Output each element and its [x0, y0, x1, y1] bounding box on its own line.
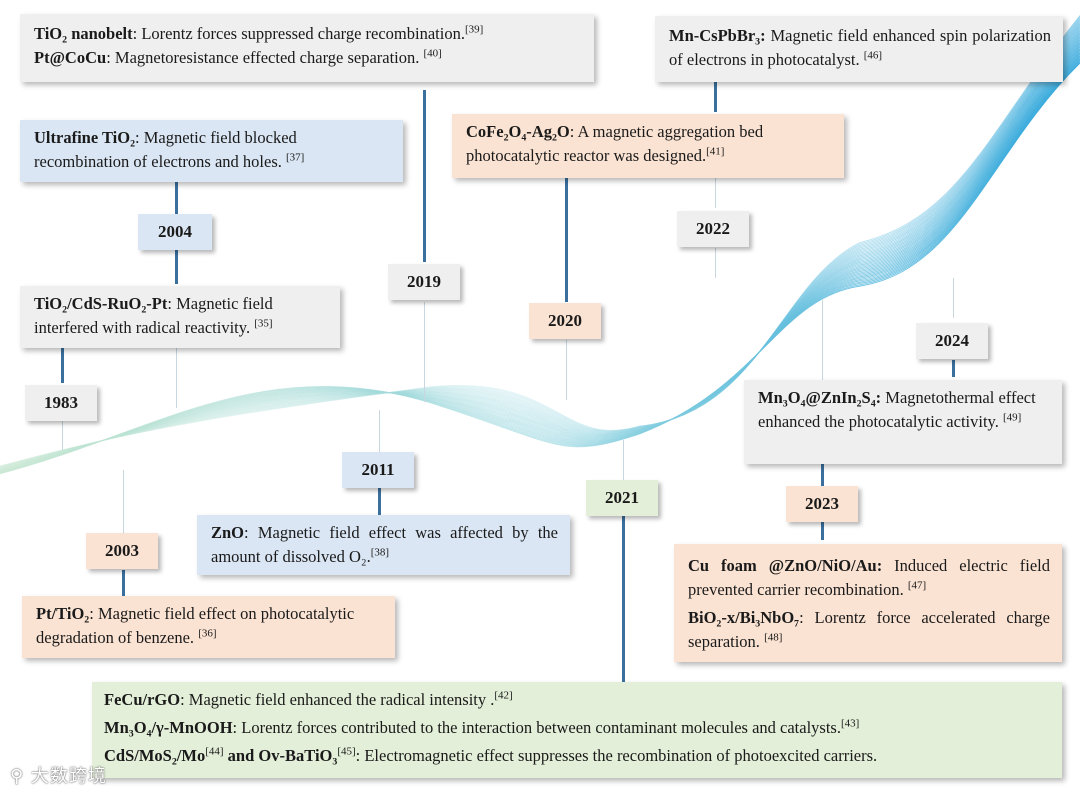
stem-2024 — [952, 360, 955, 377]
entry-desc-ultrafine-tio2: : Magnetic field blocked recombination o… — [34, 128, 297, 171]
ref-36: [36] — [198, 627, 217, 640]
entry-name-mn-cspbbr3: Mn-CsPbBr₃: — [669, 26, 766, 45]
entry-desc-zno: : Magnetic field effect was affected by … — [211, 523, 558, 566]
entry-desc-cds-mos2: : Electromagnetic effect suppresses the … — [355, 746, 878, 765]
entry-desc-mn3o4-mnooh: : Lorentz forces contributed to the inte… — [232, 718, 841, 737]
ref-38: [38] — [370, 546, 390, 559]
entry-desc-mn3o4-znin2s4: Magnetothermal effect enhanced the photo… — [758, 388, 1036, 431]
entry-name-bio2x: BiO₂-x/Bi₃NbO₇ — [688, 608, 800, 627]
entry-desc-pt-tio2: : Magnetic field effect on photocatalyti… — [36, 604, 355, 647]
stem-2020 — [565, 178, 568, 302]
stem-2003-upper — [123, 470, 124, 533]
year-1983: 1983 — [25, 385, 97, 421]
ref-40: [40] — [423, 47, 442, 60]
entry-name-ov-batio3: and Ov-BaTiO₃ — [223, 746, 338, 765]
ref-37: [37] — [286, 151, 305, 164]
ref-49: [49] — [1002, 411, 1022, 424]
year-2023: 2023 — [786, 486, 858, 522]
stem-2011-upper — [379, 410, 380, 452]
year-2019: 2019 — [388, 264, 460, 300]
watermark-icon: ⚲ — [10, 766, 31, 787]
ref-47: [47] — [907, 579, 927, 592]
stem-2022-lower — [715, 248, 716, 278]
stem-2003 — [122, 570, 125, 596]
stem-1983-lower — [62, 420, 63, 450]
ref-44: [44] — [205, 745, 224, 758]
stem-2023-top — [821, 464, 824, 486]
entry-box-2019: TiO₂ nanobelt: Lorentz forces suppressed… — [20, 14, 594, 82]
year-2024: 2024 — [916, 323, 988, 359]
entry-box-2024: Mn₃O₄@ZnIn₂S₄: Magnetothermal effect enh… — [744, 380, 1062, 464]
stem-2019-bottom — [424, 302, 425, 402]
ref-39: [39] — [464, 23, 484, 36]
stem-1983 — [61, 348, 64, 383]
entry-desc-mn-cspbbr3: Magnetic field enhanced spin polarizatio… — [669, 26, 1051, 69]
stem-2024-upper — [953, 278, 954, 318]
stem-2020-lower — [566, 340, 567, 400]
entry-name-cu-foam: Cu foam @ZnO/NiO/Au: — [688, 556, 883, 575]
watermark-logo: ⚲ 大数跨境 — [10, 762, 107, 788]
entry-box-2023: Cu foam @ZnO/NiO/Au: Induced electric fi… — [674, 544, 1062, 662]
entry-desc-tio2-cds: : Magnetic field interfered with radical… — [34, 294, 273, 337]
entry-desc-cofe2o4: : A magnetic aggregation bed photocataly… — [466, 122, 764, 165]
ref-48: [48] — [764, 631, 783, 644]
stem-2021-upper — [623, 440, 624, 480]
entry-name-ultrafine-tio2: Ultrafine TiO₂ — [34, 128, 136, 147]
year-2004: 2004 — [138, 214, 212, 250]
wave-strand — [0, 62, 1080, 475]
ref-35: [35] — [254, 317, 273, 330]
ref-41: [41] — [706, 145, 725, 158]
stem-2011 — [378, 488, 381, 516]
stem-2004-bottom — [175, 250, 178, 284]
year-2011: 2011 — [342, 452, 414, 488]
year-2022: 2022 — [677, 211, 749, 247]
stem-2021 — [622, 516, 625, 682]
entry-name-mn3o4-mnooh: Mn₃O₄/γ-MnOOH — [104, 718, 233, 737]
stem-2022 — [714, 82, 717, 112]
stem-2022-mid — [715, 178, 716, 208]
stem-2004-lower — [176, 348, 177, 408]
stem-2019-top — [423, 90, 426, 262]
entry-name-tio2-cds: TiO₂/CdS-RuO₂-Pt — [34, 294, 168, 313]
entry-desc-tio2-nanobelt: : Lorentz forces suppressed charge recom… — [132, 24, 465, 43]
stem-2004-top — [175, 182, 178, 214]
stem-2023-bottom — [821, 522, 824, 540]
watermark-text: 大数跨境 — [30, 766, 107, 787]
entry-desc-fecu-rgo: : Magnetic field enhanced the radical in… — [180, 690, 495, 709]
entry-box-2022: Mn-CsPbBr₃: Magnetic field enhanced spin… — [655, 16, 1063, 82]
entry-name-cofe2o4: CoFe₂O₄-Ag₂O — [466, 122, 570, 141]
entry-box-2021: FeCu/rGO: Magnetic field enhanced the ra… — [92, 682, 1062, 778]
entry-name-mn3o4-znin2s4: Mn₃O₄@ZnIn₂S₄: — [758, 388, 882, 407]
entry-box-2011: ZnO: Magnetic field effect was affected … — [197, 515, 570, 575]
entry-name-cds-mos2: CdS/MoS₂/Mo — [104, 746, 206, 765]
entry-name-pt-tio2: Pt/TiO₂ — [36, 604, 90, 623]
entry-desc-cu-foam: Induced electric field prevented carrier… — [688, 556, 1050, 599]
year-2020: 2020 — [529, 303, 601, 339]
entry-box-2004: Ultrafine TiO₂: Magnetic field blocked r… — [20, 120, 403, 182]
entry-desc-pt-cocu: : Magnetoresistance effected charge sepa… — [106, 48, 424, 67]
year-2003: 2003 — [86, 533, 158, 569]
entry-name-pt-cocu: Pt@CoCu — [34, 48, 107, 67]
entry-box-1983: TiO₂/CdS-RuO₂-Pt: Magnetic field interfe… — [20, 286, 340, 348]
entry-desc-bio2x: : Lorentz force accelerated charge separ… — [688, 608, 1050, 651]
ref-45: [45] — [337, 745, 356, 758]
entry-name-zno: ZnO — [211, 523, 245, 542]
entry-box-2020: CoFe₂O₄-Ag₂O: A magnetic aggregation bed… — [452, 114, 844, 178]
ref-43: [43] — [840, 717, 860, 730]
entry-name-fecu-rgo: FeCu/rGO — [104, 690, 181, 709]
entry-name-tio2-nanobelt: TiO₂ nanobelt — [34, 24, 133, 43]
entry-box-2003: Pt/TiO₂: Magnetic field effect on photoc… — [22, 596, 395, 658]
ref-42: [42] — [494, 689, 513, 702]
stem-2023-upper — [822, 300, 823, 380]
ref-46: [46] — [863, 49, 883, 62]
year-2021: 2021 — [586, 480, 658, 516]
